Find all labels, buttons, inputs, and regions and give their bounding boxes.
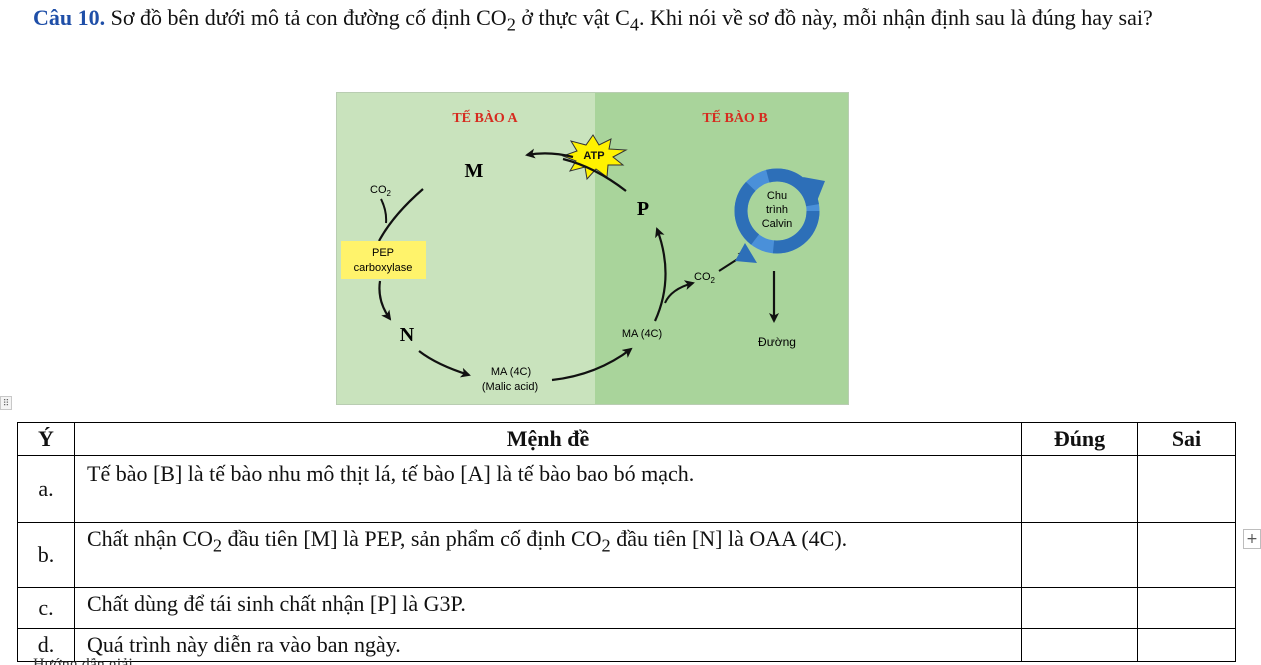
sugar-label: Đường [758,335,796,349]
true-cell[interactable] [1021,628,1138,662]
table-row: a. Tế bào [B] là tế bào nhu mô thịt lá, … [17,455,1236,523]
false-cell[interactable] [1137,522,1236,588]
arc-p-to-atp [562,157,627,192]
cell-a-title: TẾ BÀO A [452,109,518,126]
ma-cell-b-label: MA (4C) [622,328,662,340]
add-row-button[interactable]: + [1243,529,1261,549]
cell-b-region [595,93,848,404]
row-label: b. [17,522,75,588]
header-statement: Mệnh đề [74,422,1022,456]
statement-text: Chất dùng để tái sinh chất nhận [P] là G… [74,587,1022,629]
arrow-ma-to-p [653,227,667,322]
pep-carboxylase-box [341,241,426,279]
question-number: Câu 10. [33,5,106,30]
calvin-cycle-icon [734,168,825,263]
atp-label: ATP [583,150,604,162]
cut-off-next-line: Hướng dẫn giải [33,658,233,665]
header-true: Đúng [1021,422,1138,456]
label-p: P [637,198,649,220]
arrow-pep-to-n [378,280,392,321]
question-text: Câu 10. Sơ đồ bên dưới mô tả con đường c… [33,5,1153,35]
statement-text: Chất nhận CO2 đầu tiên [M] là PEP, sản p… [74,522,1022,588]
header-y: Ý [17,422,75,456]
c4-pathway-diagram: TẾ BÀO A TẾ BÀO B ATP M N P CO2 PEP carb… [336,92,849,405]
statement-text: Quá trình này diễn ra vào ban ngày. [74,628,1022,662]
ma-malic-label-2: (Malic acid) [482,381,538,393]
calvin-label: Chu [767,190,787,202]
diagram-canvas: TẾ BÀO A TẾ BÀO B ATP M N P CO2 PEP carb… [337,93,848,404]
arrow-co2-release [664,280,695,304]
true-cell[interactable] [1021,522,1138,588]
row-label: d. [17,628,75,662]
co2-input-line [380,198,388,224]
arc-m-to-pep [378,188,424,242]
co2-left-label: CO2 [370,184,392,198]
table-header-row: Ý Mệnh đề Đúng Sai [17,422,1236,456]
label-n: N [400,324,415,346]
label-m: M [465,160,484,182]
false-cell[interactable] [1137,455,1236,523]
table-row: d. Quá trình này diễn ra vào ban ngày. [17,628,1236,662]
calvin-label-3: Calvin [762,218,793,230]
statement-table: Ý Mệnh đề Đúng Sai a. Tế bào [B] là tế b… [17,422,1236,662]
table-row: c. Chất dùng để tái sinh chất nhận [P] l… [17,587,1236,629]
cell-b-title: TẾ BÀO B [702,109,767,126]
calvin-label-2: trình [766,204,788,216]
false-cell[interactable] [1137,587,1236,629]
header-false: Sai [1137,422,1236,456]
true-cell[interactable] [1021,455,1138,523]
co2-right-label: CO2 [694,271,716,285]
pep-label: PEP [372,247,394,259]
table-row: b. Chất nhận CO2 đầu tiên [M] là PEP, sả… [17,522,1236,588]
arrow-ma-to-cell-b [551,347,633,382]
statement-text: Tế bào [B] là tế bào nhu mô thịt lá, tế … [74,455,1022,523]
arrow-to-m [525,148,574,159]
arrow-n-to-ma [418,350,471,378]
ma-malic-label: MA (4C) [491,366,531,378]
drag-handle-icon[interactable]: ⠿ [0,396,12,410]
row-label: a. [17,455,75,523]
atp-burst-icon [561,134,628,181]
false-cell[interactable] [1137,628,1236,662]
true-cell[interactable] [1021,587,1138,629]
row-label: c. [17,587,75,629]
pep-label-2: carboxylase [354,262,413,274]
